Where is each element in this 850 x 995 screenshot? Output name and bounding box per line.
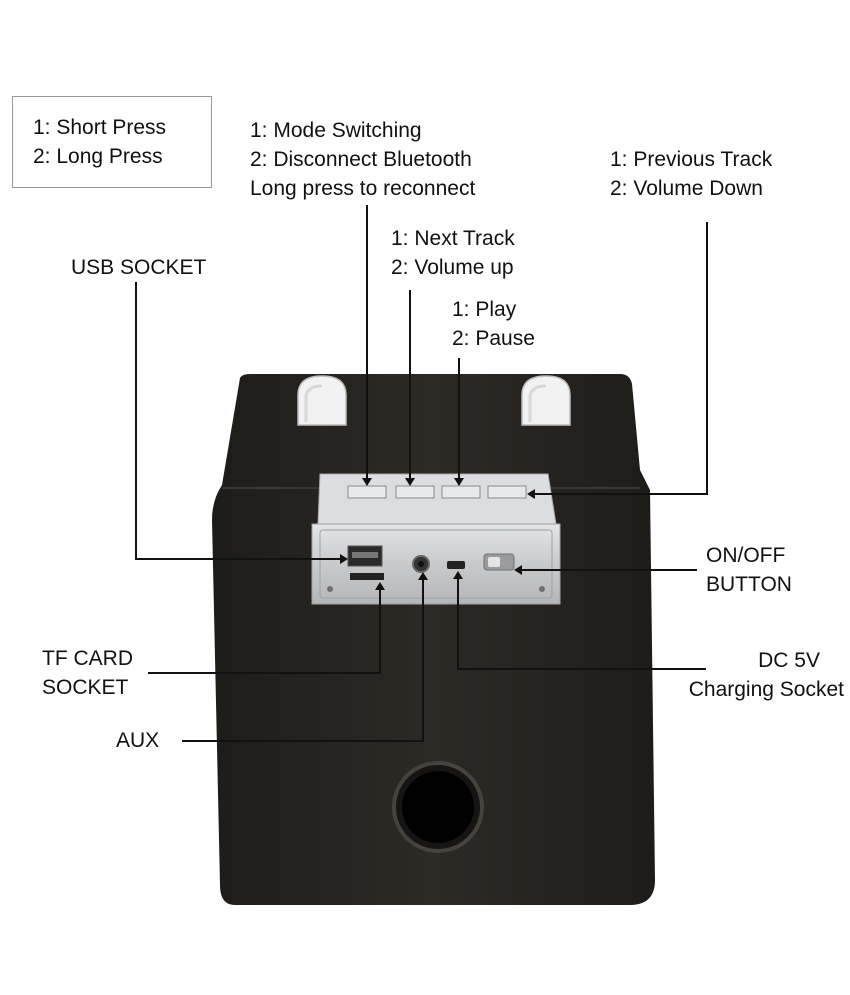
play-label-line1: 1: Play bbox=[452, 298, 517, 321]
tf-label: TF CARD SOCKET bbox=[42, 644, 133, 702]
bass-port bbox=[392, 761, 484, 853]
next-arrow bbox=[405, 478, 415, 486]
play-label: 1: Play 2: Pause bbox=[452, 295, 535, 353]
tf-label-line1: TF CARD bbox=[42, 647, 133, 670]
previous-label: 1: Previous Track 2: Volume Down bbox=[610, 145, 772, 203]
usb-arrow bbox=[340, 554, 348, 564]
dc-charging-port[interactable] bbox=[447, 561, 465, 569]
legend-short-press: 1: Short Press bbox=[33, 116, 167, 139]
play-pause-button[interactable] bbox=[441, 485, 481, 499]
mode-label: 1: Mode Switching 2: Disconnect Bluetoot… bbox=[250, 116, 475, 203]
mode-label-line2: 2: Disconnect Bluetooth bbox=[250, 148, 472, 171]
onoff-label: ON/OFF BUTTON bbox=[706, 541, 792, 599]
onoff-label-line1: ON/OFF bbox=[706, 544, 786, 567]
previous-arrow bbox=[527, 489, 535, 499]
mode-label-line3: Long press to reconnect bbox=[250, 177, 476, 200]
tf-arrow bbox=[375, 582, 385, 590]
dc-arrow bbox=[453, 571, 463, 579]
handle-right bbox=[521, 375, 571, 426]
previous-track-button[interactable] bbox=[487, 485, 527, 499]
mode-button[interactable] bbox=[347, 485, 387, 499]
tf-leader bbox=[148, 584, 381, 674]
play-arrow bbox=[454, 478, 464, 486]
tf-card-slot[interactable] bbox=[350, 573, 384, 580]
play-label-line2: 2: Pause bbox=[452, 327, 535, 350]
next-track-button[interactable] bbox=[395, 485, 435, 499]
press-legend: 1: Short Press 2: Long Press bbox=[12, 96, 212, 188]
onoff-arrow bbox=[514, 565, 522, 575]
dc-leader bbox=[457, 573, 706, 670]
next-label-line2: 2: Volume up bbox=[391, 256, 514, 279]
dc-label-line2: Charging Socket bbox=[688, 678, 844, 701]
tf-label-line2: SOCKET bbox=[42, 676, 129, 699]
dc-label-line1: DC 5V bbox=[758, 649, 820, 672]
previous-label-line1: 1: Previous Track bbox=[610, 148, 773, 171]
dc-label: DC 5V Charging Socket bbox=[666, 646, 844, 704]
aux-arrow bbox=[418, 572, 428, 580]
aux-leader bbox=[182, 574, 424, 742]
mode-arrow bbox=[362, 478, 372, 486]
legend-long-press: 2: Long Press bbox=[33, 145, 163, 168]
mode-label-line1: 1: Mode Switching bbox=[250, 119, 422, 142]
next-label-line1: 1: Next Track bbox=[391, 227, 515, 250]
previous-leader bbox=[531, 222, 708, 495]
previous-label-line2: 2: Volume Down bbox=[610, 177, 763, 200]
usb-leader bbox=[135, 282, 346, 560]
handle-left bbox=[297, 375, 347, 426]
onoff-label-line2: BUTTON bbox=[706, 573, 792, 596]
aux-label: AUX bbox=[116, 729, 160, 752]
usb-label: USB SOCKET bbox=[71, 256, 207, 279]
next-label: 1: Next Track 2: Volume up bbox=[391, 224, 515, 282]
